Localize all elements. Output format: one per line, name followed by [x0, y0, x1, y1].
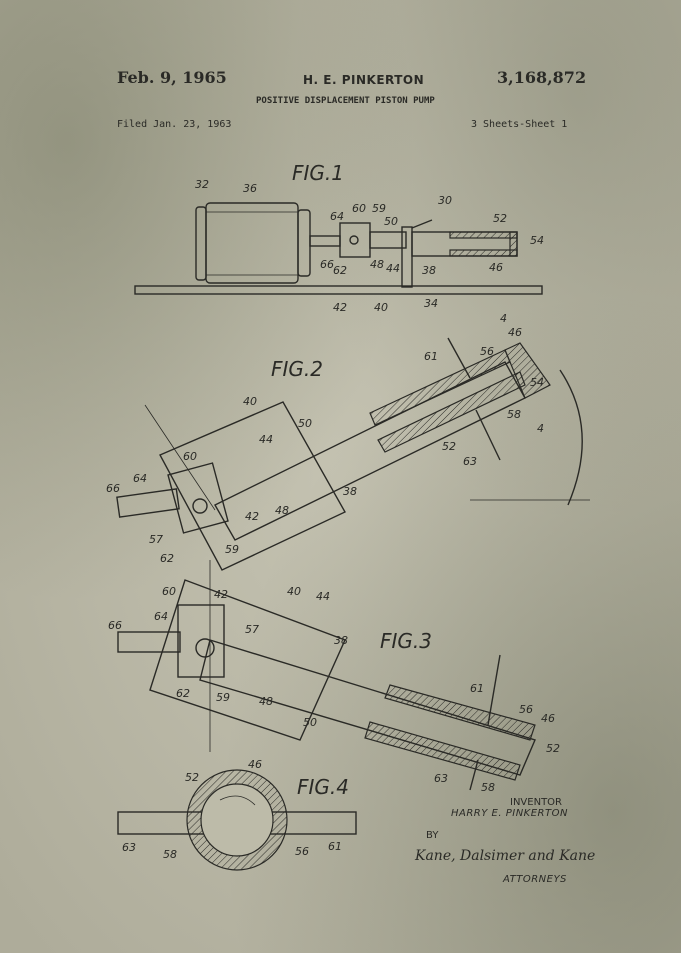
fig4-title: FIG.4	[297, 775, 349, 799]
reference-numeral: 32	[195, 178, 209, 191]
reference-numeral: 52	[185, 771, 199, 784]
reference-numeral: 62	[333, 264, 347, 277]
reference-numeral: 61	[328, 840, 342, 853]
reference-numeral: 57	[245, 623, 259, 636]
fig1-labels: 32 36 60 59 64 50 30 52 54 66 62 48 44 3…	[195, 178, 544, 314]
reference-numeral: 42	[214, 588, 228, 601]
reference-numeral: 62	[160, 552, 174, 565]
fig3-title: FIG.3	[380, 629, 432, 653]
reference-numeral: 58	[481, 781, 495, 794]
reference-numeral: 38	[422, 264, 436, 277]
reference-numeral: 42	[333, 301, 347, 314]
reference-numeral: 62	[176, 687, 190, 700]
reference-numeral: 57	[149, 533, 163, 546]
sheet-count: 3 Sheets-Sheet 1	[471, 119, 568, 130]
reference-numeral: 63	[434, 772, 448, 785]
reference-numeral: 40	[374, 301, 388, 314]
reference-numeral: 60	[183, 450, 197, 463]
reference-numeral: 50	[384, 215, 398, 228]
reference-numeral: 38	[343, 485, 357, 498]
filed-date: Filed Jan. 23, 1963	[117, 119, 232, 130]
reference-numeral: 52	[442, 440, 456, 453]
reference-numeral: 4	[500, 312, 507, 325]
reference-numeral: 56	[519, 703, 533, 716]
fig2-labels: 4 46 61 56 54 40 50 44 58 4 52 63 60 64 …	[106, 312, 544, 565]
fig1-drawing: FIG.1	[134, 161, 543, 295]
reference-numeral: 58	[163, 848, 177, 861]
reference-numeral: 50	[298, 417, 312, 430]
reference-numeral: 61	[470, 682, 484, 695]
patent-title: POSITIVE DISPLACEMENT PISTON PUMP	[256, 96, 435, 106]
reference-numeral: 66	[108, 619, 122, 632]
fig2-title: FIG.2	[271, 357, 323, 381]
reference-numeral: 52	[493, 212, 507, 225]
patent-date: Feb. 9, 1965	[117, 68, 227, 87]
reference-numeral: 63	[122, 841, 136, 854]
reference-numeral: 46	[248, 758, 262, 771]
reference-numeral: 44	[259, 433, 273, 446]
reference-numeral: 52	[546, 742, 560, 755]
reference-numeral: 40	[243, 395, 257, 408]
reference-numeral: 66	[106, 482, 120, 495]
reference-numeral: 64	[133, 472, 147, 485]
fig1-title: FIG.1	[292, 161, 344, 185]
reference-numeral: 59	[372, 202, 386, 215]
reference-numeral: 56	[295, 845, 309, 858]
fig3-drawing: FIG.3	[117, 560, 536, 791]
reference-numeral: 54	[530, 376, 544, 389]
reference-numeral: 48	[370, 258, 384, 271]
fig3-labels: 60 42 40 44 64 66 38 57 62 59 48 50 61 5…	[108, 585, 560, 794]
reference-numeral: 48	[259, 695, 273, 708]
inventor-name: HARRY E. PINKERTON	[451, 808, 568, 819]
reference-numeral: 42	[245, 510, 259, 523]
reference-numeral: 44	[316, 590, 330, 603]
reference-numeral: 54	[530, 234, 544, 247]
reference-numeral: 50	[303, 716, 317, 729]
reference-numeral: 34	[424, 297, 438, 310]
reference-numeral: 64	[330, 210, 344, 223]
reference-numeral: 64	[154, 610, 168, 623]
reference-numeral: 4	[537, 422, 544, 435]
reference-numeral: 60	[352, 202, 366, 215]
reference-numeral: 61	[424, 350, 438, 363]
reference-numeral: 59	[225, 543, 239, 556]
reference-numeral: 63	[463, 455, 477, 468]
reference-numeral: 46	[508, 326, 522, 339]
reference-numeral: 38	[334, 634, 348, 647]
reference-numeral: 46	[489, 261, 503, 274]
reference-numeral: 56	[480, 345, 494, 358]
reference-numeral: 30	[438, 194, 452, 207]
reference-numeral: 40	[287, 585, 301, 598]
reference-numeral: 58	[507, 408, 521, 421]
attorney-signature: Kane, Dalsimer and Kane	[415, 848, 596, 864]
fig4-drawing: FIG.4	[117, 769, 357, 871]
patent-number: 3,168,872	[497, 68, 587, 87]
reference-numeral: 66	[320, 258, 334, 271]
reference-numeral: 36	[243, 182, 257, 195]
reference-numeral: 46	[541, 712, 555, 725]
reference-numeral: 44	[386, 262, 400, 275]
fig2-drawing: FIG.2	[116, 337, 590, 571]
fig4-labels: 52 46 63 58 56 61	[122, 758, 342, 861]
attorneys-label: ATTORNEYS	[503, 874, 567, 885]
by-label: BY	[426, 830, 439, 841]
inventor-title: INVENTOR	[510, 797, 562, 808]
reference-numeral: 48	[275, 504, 289, 517]
reference-numeral: 59	[216, 691, 230, 704]
inventor-header: H. E. PINKERTON	[303, 73, 425, 87]
reference-numeral: 60	[162, 585, 176, 598]
